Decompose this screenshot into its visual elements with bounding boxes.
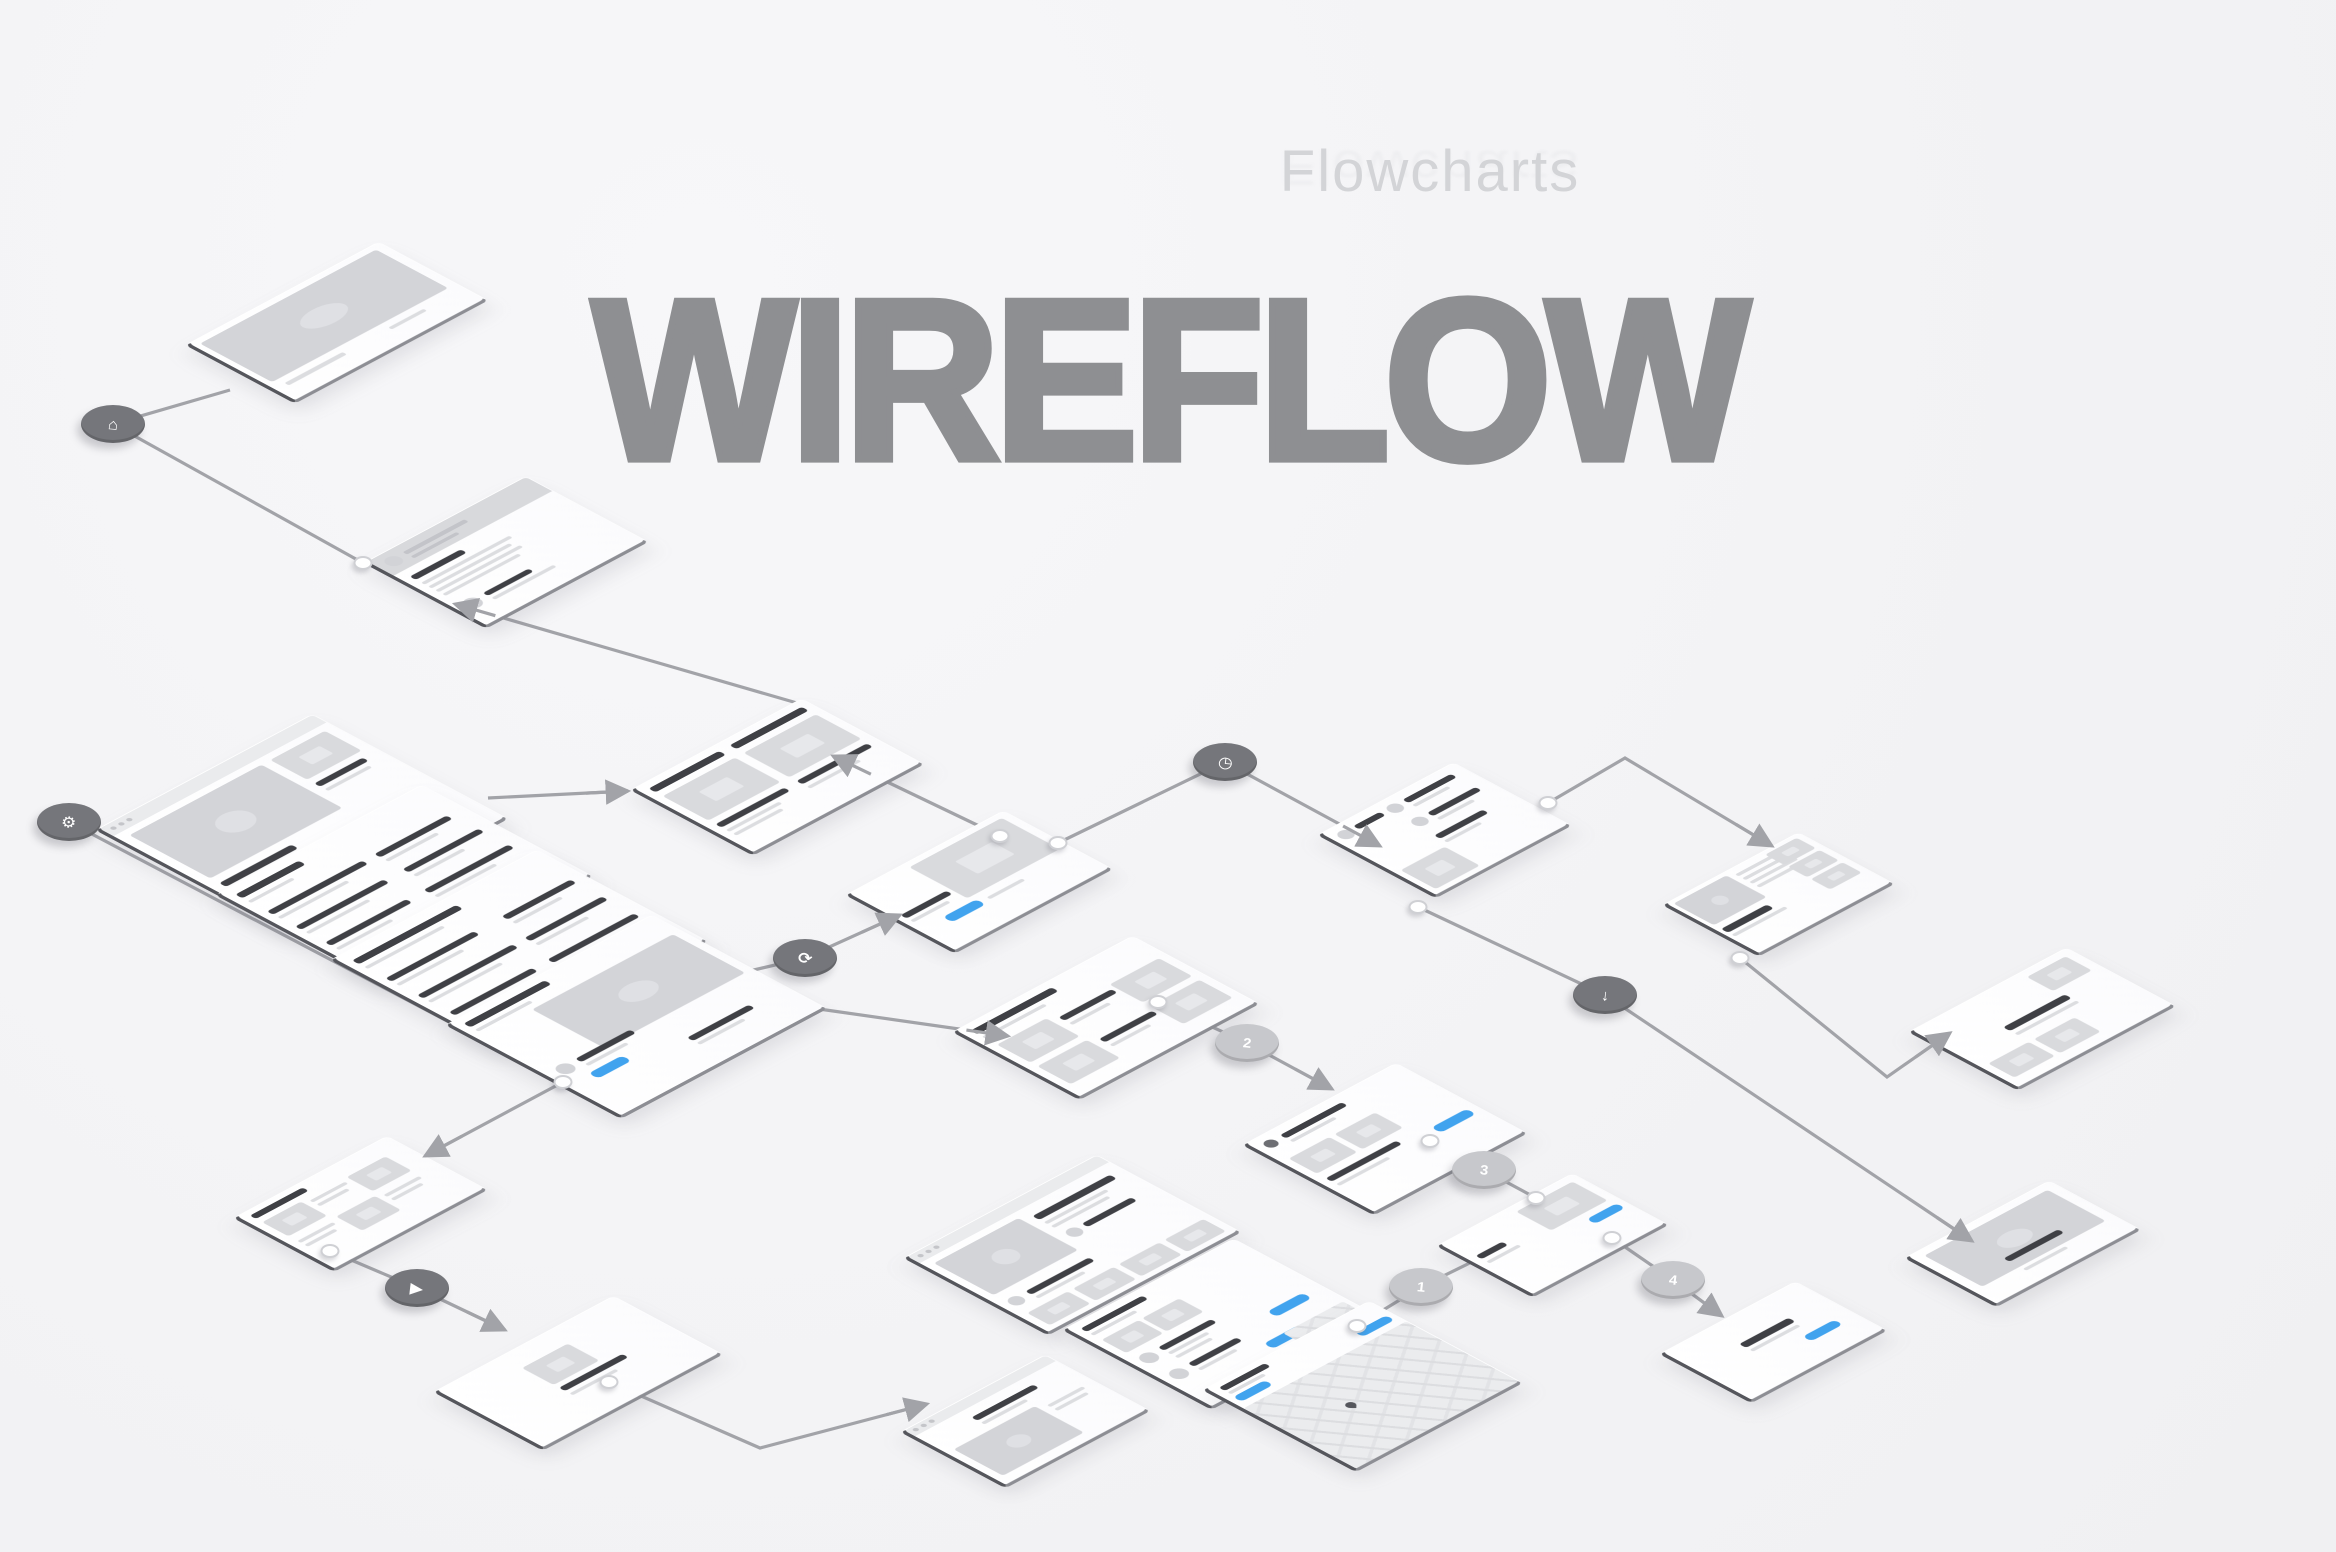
connector-dot [599, 1375, 619, 1389]
connector-dot [1148, 995, 1168, 1009]
step-number: 4 [1667, 1271, 1679, 1289]
connector-dot [320, 1244, 340, 1258]
node-download-icon: ↓ [1573, 976, 1637, 1014]
connector-dot [1408, 900, 1428, 914]
connector-dot [1526, 1191, 1546, 1205]
download-icon: ↓ [1599, 986, 1611, 1004]
node-refresh-icon: ⟳ [773, 939, 837, 977]
connector-dot [1730, 951, 1750, 965]
connector-dot [1538, 796, 1558, 810]
node-step-1: 1 [1389, 1268, 1453, 1306]
node-step-4: 4 [1641, 1261, 1705, 1299]
connector-dot [990, 829, 1010, 843]
poster-subtitle: Flowcharts [1279, 139, 1581, 204]
step-number: 2 [1241, 1034, 1253, 1052]
node-gear-icon: ⚙ [37, 803, 101, 841]
node-step-3: 3 [1452, 1151, 1516, 1189]
node-play-icon: ▶ [385, 1269, 449, 1307]
connector-dot [353, 556, 373, 570]
play-icon: ▶ [409, 1278, 425, 1298]
node-home-icon: ⌂ [81, 405, 145, 443]
step-number: 3 [1478, 1161, 1490, 1179]
node-clock-icon: ◷ [1193, 743, 1257, 781]
gear-icon: ⚙ [60, 812, 78, 832]
connector-dot [1602, 1231, 1622, 1245]
connector-dot [1347, 1319, 1367, 1333]
refresh-icon: ⟳ [796, 948, 814, 968]
home-icon: ⌂ [106, 415, 120, 433]
poster-title: WIREFLOW [589, 247, 1754, 511]
step-number: 1 [1415, 1278, 1427, 1296]
connector-dot [553, 1075, 573, 1089]
node-step-2: 2 [1215, 1024, 1279, 1062]
connector-dot [1048, 836, 1068, 850]
clock-icon: ◷ [1216, 752, 1234, 772]
connector-dot [1420, 1134, 1440, 1148]
